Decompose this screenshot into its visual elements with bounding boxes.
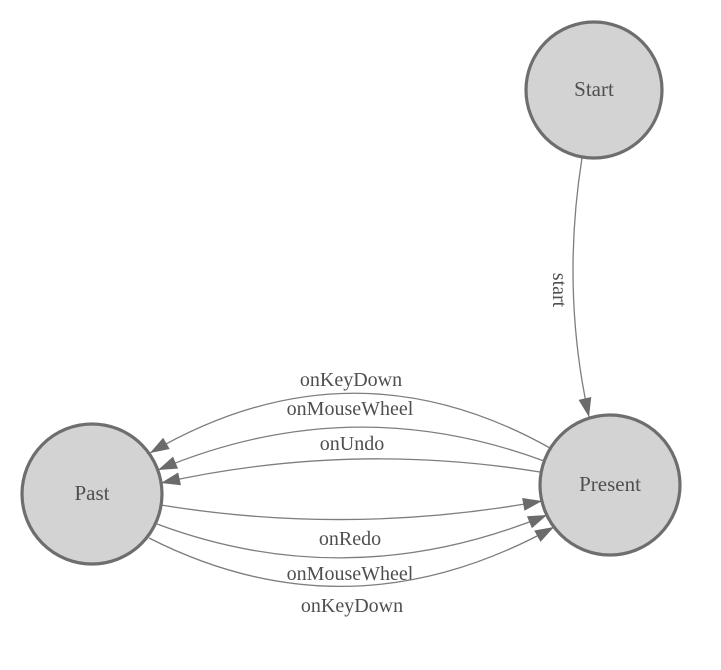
edge-present-to-past-onmousewheel bbox=[157, 426, 545, 471]
edge-past-to-present-onmousewheel bbox=[156, 514, 548, 559]
edge-present-to-past-onkeydown bbox=[149, 392, 551, 454]
node-start-label: Start bbox=[574, 77, 614, 101]
node-present-label: Present bbox=[579, 472, 641, 496]
node-past-label: Past bbox=[74, 481, 109, 505]
edges-layer: start onKeyDown onMouseWheel onUndo onRe… bbox=[148, 157, 592, 617]
edge-label-onundo: onUndo bbox=[320, 433, 384, 455]
edge-label-onmousewheel-top: onMouseWheel bbox=[287, 398, 414, 420]
node-past-circle bbox=[20, 422, 164, 566]
edge-present-to-past-onundo bbox=[160, 458, 541, 486]
edge-past-to-present-onkeydown bbox=[148, 526, 555, 588]
node-start: Start bbox=[524, 20, 664, 160]
edge-label-onkeydown-top: onKeyDown bbox=[300, 369, 402, 391]
node-present-circle bbox=[538, 413, 682, 557]
node-present: Present bbox=[538, 413, 682, 557]
node-start-circle bbox=[524, 20, 664, 160]
edge-label-onmousewheel-bottom: onMouseWheel bbox=[287, 563, 414, 585]
edge-label-onredo: onRedo bbox=[319, 528, 381, 550]
edge-past-to-present-onredo bbox=[160, 498, 543, 521]
node-past: Past bbox=[20, 422, 164, 566]
edge-label-start: start bbox=[548, 273, 570, 308]
edge-label-onkeydown-bottom: onKeyDown bbox=[301, 595, 403, 617]
nodes-layer: Start Present Past bbox=[20, 20, 682, 566]
edge-start-to-present bbox=[572, 157, 592, 418]
